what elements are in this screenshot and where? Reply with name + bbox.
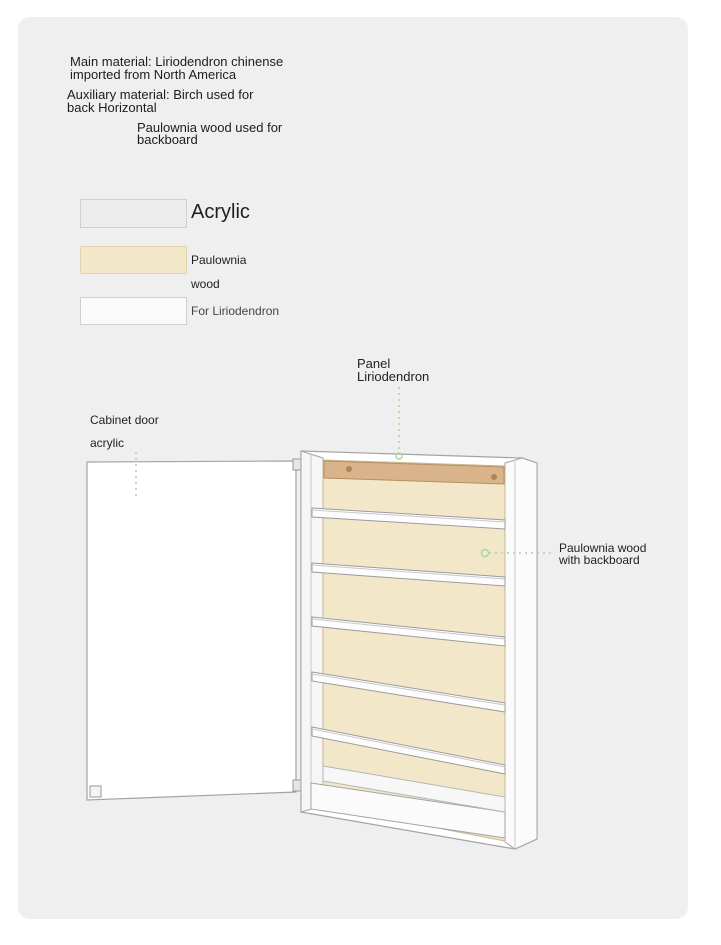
cabinet-door xyxy=(86,460,297,801)
cabinet-body xyxy=(300,450,538,850)
legend-swatch-acrylic xyxy=(80,199,187,228)
main-material-line1: Main material: Liriodendron chinense xyxy=(70,54,284,69)
aux-material-line2: back Horizontal xyxy=(67,100,157,115)
callout-panel-line2: Liriodendron xyxy=(357,369,430,384)
backboard-material-line2: backboard xyxy=(137,132,198,147)
legend-label-liriodendron: For Liriodendron xyxy=(191,304,280,318)
birch-strip xyxy=(323,460,505,485)
callout-door-line1: Cabinet door xyxy=(90,413,159,427)
callout-door-line2: acrylic xyxy=(90,436,125,450)
legend-swatch-paulownia xyxy=(80,246,187,274)
callout-backboard-line2: with backboard xyxy=(559,553,640,567)
shelves xyxy=(311,507,506,775)
mount-hole-left xyxy=(346,466,352,472)
leader-panel-dot xyxy=(395,452,403,460)
backboard-material-line1: Paulownia wood used for xyxy=(137,120,283,135)
leader-backboard-dot xyxy=(480,548,490,558)
callout-backboard-line1: Paulownia wood xyxy=(559,541,647,555)
callout-panel-line1: Panel xyxy=(357,356,391,371)
main-material-line2: imported from North America xyxy=(70,67,237,82)
mount-hole-right xyxy=(491,474,497,480)
legend-label-acrylic: Acrylic xyxy=(191,201,250,223)
aux-material-line1: Auxiliary material: Birch used for xyxy=(67,87,254,102)
leader-lines xyxy=(135,387,554,554)
legend-swatch-liriodendron xyxy=(80,297,187,325)
legend-label-paulownia-line2: wood xyxy=(191,277,220,291)
door-knob xyxy=(89,785,102,798)
legend-label-paulownia-line1: Paulownia xyxy=(191,253,247,267)
